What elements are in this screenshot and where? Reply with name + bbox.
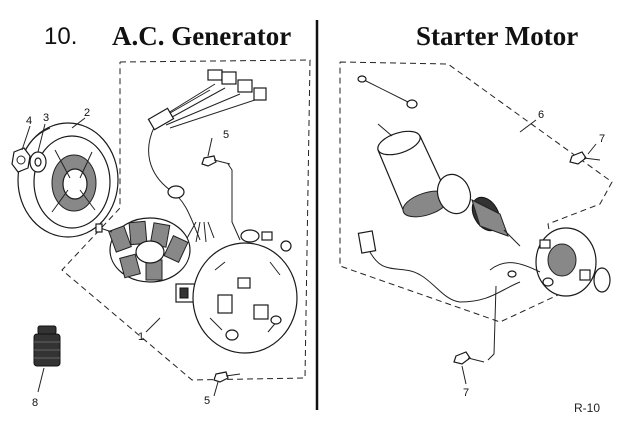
page-code: R-10: [574, 401, 600, 415]
leader-5b: [213, 381, 219, 397]
starter-mount-bolt-bottom: [453, 351, 485, 365]
starter-end-cover: [535, 227, 597, 297]
starter-motor-housing: [377, 123, 450, 218]
starter-mount-bolt-top: [569, 151, 601, 165]
callout-3: 3: [43, 112, 49, 124]
flywheel-nut: [11, 147, 31, 173]
leader-5a: [207, 137, 213, 157]
wire-clip: [240, 229, 292, 252]
callout-2: 2: [84, 107, 90, 119]
title-ac-generator: A.C. Generator: [112, 21, 291, 51]
generator-wire-harness: [147, 69, 267, 243]
housing-o-ring: [436, 173, 472, 215]
callout-4: 4: [26, 115, 32, 127]
leader-8: [37, 367, 45, 393]
bolt-leader-line: [227, 163, 241, 241]
section-number: 10.: [44, 23, 77, 50]
end-cover-o-ring: [593, 267, 611, 293]
ac-generator-group-outline: [61, 59, 311, 381]
callout-5-bottom: 5: [204, 395, 210, 407]
starter-through-bolt: [357, 75, 418, 109]
leader-6: [519, 119, 537, 133]
callout-5-top: 5: [223, 129, 229, 141]
starter-motor-group-outline: [339, 61, 613, 323]
callout-1: 1: [138, 331, 144, 343]
callout-8: 8: [32, 397, 38, 409]
leader-7b: [461, 365, 467, 385]
generator-cover-plate: [192, 242, 298, 354]
stator-bolt-bottom: [213, 371, 241, 383]
stator-coil: [95, 217, 191, 283]
leader-7a: [587, 143, 597, 155]
flywheel-rotor: [17, 122, 119, 238]
callout-7-top: 7: [599, 133, 605, 145]
leader-3: [37, 123, 46, 153]
leader-2: [71, 117, 86, 129]
callout-7-bottom: 7: [463, 387, 469, 399]
flywheel-washer: [29, 151, 47, 173]
starter-armature: [471, 196, 521, 247]
leader-1: [145, 317, 161, 333]
leader-4: [21, 125, 31, 151]
part-8-cap: [33, 325, 61, 367]
starter-cable: [357, 230, 541, 303]
title-starter-motor: Starter Motor: [416, 21, 578, 51]
stator-bolt-top: [201, 155, 231, 167]
starter-bolt-leader: [487, 285, 497, 361]
callout-6: 6: [538, 109, 544, 121]
